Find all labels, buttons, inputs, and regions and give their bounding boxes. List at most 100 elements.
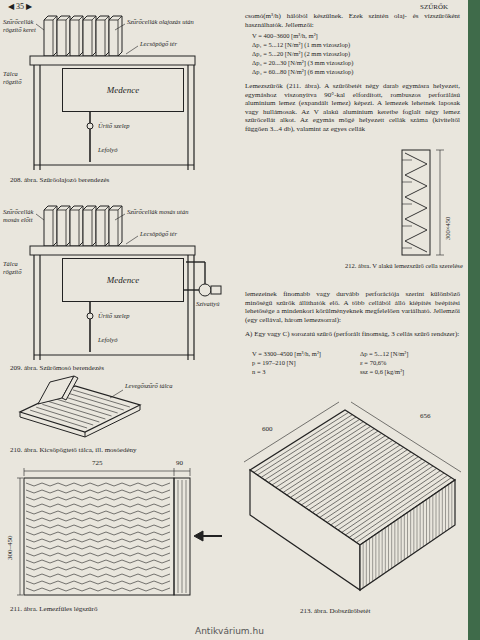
part-label: Medence — [107, 275, 139, 285]
pleat — [345, 471, 440, 535]
pleat — [369, 539, 370, 584]
page-header: ◀ 35 ▶ — [8, 2, 32, 12]
pleat — [334, 464, 429, 528]
filter-cell — [96, 206, 109, 246]
plate-zigzag — [26, 546, 170, 549]
filter-cell-edge — [70, 20, 79, 21]
tray-grid — [30, 410, 87, 428]
plate-zigzag — [26, 574, 170, 577]
plate-zigzag — [26, 588, 170, 591]
tray-grid — [36, 407, 93, 425]
filter-cell-edge — [57, 20, 66, 21]
pump-pipe — [186, 261, 205, 262]
pleat — [439, 491, 440, 536]
cell-frame — [402, 150, 430, 255]
pleat — [338, 466, 433, 530]
pleat — [316, 452, 411, 515]
pleat — [448, 484, 449, 529]
pleat — [323, 457, 418, 520]
pleat — [254, 412, 349, 472]
tray-rim — [85, 432, 86, 437]
filter-cell — [70, 16, 83, 56]
formula: Δp₂ = 5...20 [N/m²] (2 mm vízoszlop) — [252, 50, 350, 58]
drain-pipe — [89, 112, 91, 162]
formula: Δp = 5...12 [N/m²] — [360, 350, 408, 358]
leader-line — [126, 46, 138, 54]
part-label: Szűrőcellák olajozás után — [127, 18, 195, 26]
filter-cell-edge — [79, 206, 83, 210]
dimension: 725 — [92, 459, 103, 468]
part-label: Tálca rögzítő — [3, 260, 33, 276]
tray-grid — [48, 401, 105, 419]
pleat — [320, 454, 415, 517]
dimension-tick — [17, 595, 23, 596]
body-text: A) Egy vagy C) sorozatú szűrő (perforált… — [245, 330, 460, 339]
figure-caption: 210. ábra. Kicsöpögtető tálca, ill. mosó… — [10, 446, 225, 455]
filter-cell-edge — [66, 206, 70, 210]
dimension-line — [20, 478, 21, 595]
stand-leg — [193, 65, 194, 170]
filter-cell — [96, 16, 109, 56]
filter-cell-edge — [66, 20, 67, 56]
pleat — [413, 508, 414, 553]
filter-cell-edge — [109, 210, 118, 211]
filter-cell-edge — [118, 210, 119, 246]
body-text: Lemezszűrők (211. ábra). A szűrőbetét né… — [245, 82, 460, 133]
filter-cell — [109, 206, 122, 246]
filter-cell-edge — [53, 206, 57, 210]
tray-grid — [42, 404, 99, 422]
filter-cell-edge — [92, 20, 93, 56]
pleat — [451, 482, 452, 527]
filter-cell-edge — [53, 210, 54, 246]
plate-zigzag — [26, 539, 170, 542]
formula: Δp₃ = 20...30 [N/m²] (3 mm vízoszlop) — [252, 59, 353, 67]
filter-cell-edge — [83, 20, 92, 21]
stand-leg — [187, 255, 188, 360]
pleat — [407, 513, 408, 558]
pleat — [356, 478, 451, 543]
cell-shelf — [402, 204, 412, 205]
part-label: Szűrőcellák rögzítő keret — [3, 18, 39, 34]
tray — [20, 386, 140, 432]
tray-grid — [55, 399, 112, 416]
formula: p = 197–210 [N] — [252, 359, 296, 367]
stand-leg — [39, 255, 40, 360]
pleat — [382, 530, 383, 575]
pleat — [404, 515, 405, 560]
filter-cell-edge — [118, 206, 122, 210]
pleat — [436, 493, 437, 538]
filter-cell-edge — [66, 210, 67, 246]
cross-bar — [34, 165, 194, 166]
frame-line — [186, 480, 187, 593]
pleat — [423, 502, 424, 547]
filter-cell-edge — [57, 210, 66, 211]
pleat — [417, 506, 418, 551]
leader-line — [115, 214, 125, 220]
cell-shelf — [402, 182, 412, 183]
dimension: 300×450 — [444, 217, 452, 240]
part-label: Szűrőcellák mosás után — [127, 208, 195, 216]
pleat — [349, 473, 444, 538]
filter-cell — [70, 206, 83, 246]
drain-pipe — [89, 302, 91, 352]
figure-caption: 208. ábra. Szűrőolajozó berendezés — [10, 176, 225, 185]
filter-side — [360, 480, 455, 590]
tray-grid — [73, 390, 130, 407]
pleat — [401, 517, 402, 562]
pleat — [366, 541, 367, 586]
figure-caption: 209. ábra. Szűrőmosó berendezés — [10, 364, 225, 373]
leader-line — [110, 390, 123, 398]
leader-line — [115, 24, 125, 30]
pleat — [442, 489, 443, 534]
pleat — [398, 519, 399, 564]
filter-cell — [44, 206, 57, 246]
pleat — [331, 461, 426, 525]
pleat — [312, 450, 407, 513]
filter-cell-edge — [44, 210, 53, 211]
leader-line — [126, 236, 138, 244]
part-label: Szivattyú — [196, 300, 236, 308]
dimension-line — [244, 402, 339, 462]
tray-rim — [20, 405, 140, 437]
stand-leg — [39, 65, 40, 170]
formula: Δp₄ = 60...80 [N/m²] (6 mm vízoszlop) — [252, 68, 353, 76]
